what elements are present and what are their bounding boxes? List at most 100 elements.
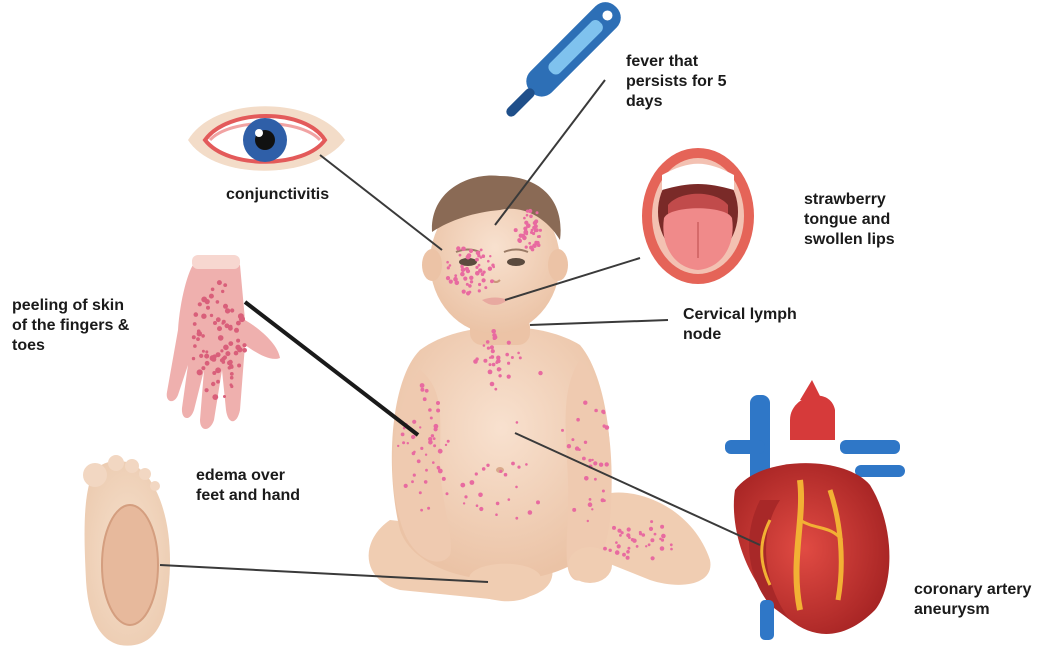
rash-dot — [196, 337, 200, 341]
rash-dot — [528, 242, 531, 245]
rash-dot — [211, 382, 215, 386]
rash-dot — [236, 321, 241, 326]
rash-dot — [575, 446, 579, 450]
rash-dot — [447, 266, 450, 269]
rash-dot — [670, 548, 673, 551]
rash-dot — [495, 361, 498, 364]
rash-dot — [478, 268, 482, 272]
rash-dot — [507, 341, 511, 345]
rash-dot — [192, 335, 196, 339]
rash-dot — [402, 441, 405, 444]
rash-dot — [462, 290, 466, 294]
leader-line-peeling — [245, 302, 418, 435]
rash-dot — [482, 278, 486, 282]
rash-dot — [519, 356, 522, 359]
rash-dot — [213, 321, 217, 325]
rash-dot — [204, 354, 209, 359]
rash-dot — [223, 345, 229, 351]
rash-dot — [425, 469, 428, 472]
rash-dot — [531, 248, 535, 252]
rash-dot — [466, 255, 471, 260]
rash-dot — [431, 434, 434, 437]
rash-dot — [470, 280, 473, 283]
rash-dot — [602, 411, 605, 414]
rash-dot — [523, 217, 526, 220]
rash-dot — [209, 294, 214, 299]
rash-dot — [420, 388, 424, 392]
rash-dot — [490, 382, 495, 387]
rash-dot — [588, 459, 591, 462]
label-lymph-node: Cervical lymph node — [683, 305, 797, 345]
rash-dot — [526, 214, 529, 217]
rash-dot — [490, 279, 494, 283]
rash-dot — [201, 334, 205, 338]
rash-dot — [223, 283, 227, 287]
label-conjunctivitis: conjunctivitis — [226, 185, 329, 205]
rash-dot — [423, 397, 427, 401]
rash-dot — [217, 280, 222, 285]
rash-dot — [433, 437, 436, 440]
rash-dot — [223, 355, 227, 359]
rash-dot — [480, 256, 483, 259]
rash-dot — [605, 425, 610, 430]
rash-dot — [571, 438, 574, 441]
rash-dot — [211, 288, 215, 292]
rash-dot — [221, 290, 224, 293]
rash-dot — [617, 529, 621, 533]
rash-dot — [591, 459, 593, 461]
rash-dot — [514, 228, 518, 232]
rash-dot — [602, 490, 605, 493]
rash-dot — [660, 525, 664, 529]
rash-dot — [498, 374, 501, 377]
rash-dot — [505, 353, 509, 357]
rash-dot — [519, 234, 523, 238]
rash-dot — [428, 440, 433, 445]
rash-dot — [516, 421, 519, 424]
rash-dot — [622, 553, 626, 557]
rash-dot — [460, 272, 465, 277]
rash-dot — [434, 427, 438, 431]
rash-dot — [612, 526, 616, 530]
rash-dot — [511, 462, 515, 466]
rash-dot — [475, 258, 479, 262]
rash-dot — [591, 508, 593, 510]
rash-dot — [236, 339, 240, 343]
leader-line-conjunctivitis — [320, 155, 442, 250]
rash-dot — [660, 546, 665, 551]
rash-dot — [436, 409, 440, 413]
rash-dot — [594, 478, 597, 481]
rash-dot — [234, 328, 239, 333]
rash-dot — [469, 276, 473, 280]
rash-dot — [419, 426, 421, 428]
rash-dot — [462, 248, 465, 251]
rash-dot — [223, 395, 226, 398]
rash-dot — [466, 291, 470, 295]
rash-dot — [202, 350, 205, 353]
rash-dot — [487, 347, 490, 350]
rash-dot — [486, 340, 490, 344]
rash-dot — [432, 461, 435, 464]
rash-dot — [454, 274, 457, 277]
rash-dot — [449, 280, 453, 284]
rash-dot — [476, 504, 479, 507]
rash-dot — [584, 476, 589, 481]
rash-dot — [478, 493, 483, 498]
rash-dot — [626, 550, 630, 554]
rash-dot — [475, 266, 478, 269]
rash-dot — [206, 306, 210, 310]
rash-dot — [242, 348, 247, 353]
rash-dot — [420, 383, 425, 388]
rash-dot — [528, 510, 533, 515]
rash-dot — [654, 533, 657, 536]
rash-dot — [464, 495, 467, 498]
rash-dot — [438, 449, 443, 454]
rash-dot — [632, 539, 636, 543]
rash-dot — [242, 343, 246, 347]
rash-dot — [201, 314, 206, 319]
rash-dot — [532, 226, 536, 230]
rash-dot — [197, 329, 201, 333]
rash-dot — [205, 350, 208, 353]
rash-dot — [529, 215, 533, 219]
rash-dot — [615, 541, 618, 544]
